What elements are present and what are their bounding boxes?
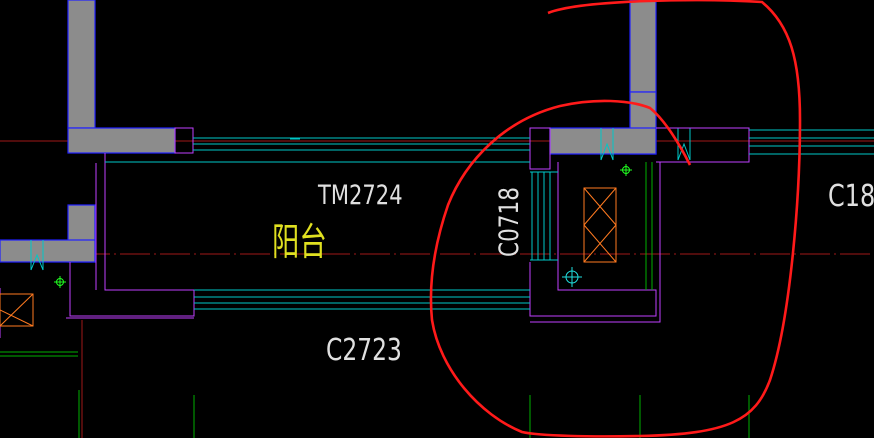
wall-right-beam <box>549 127 657 155</box>
label-window-c2723: C2723 <box>326 333 402 368</box>
wall-left-stub <box>0 239 96 263</box>
wall-left-vertical <box>67 0 96 129</box>
equipment-box-icon <box>583 187 617 263</box>
walls <box>0 0 657 263</box>
label-window-c0718: C0718 <box>493 187 525 257</box>
green-marker-icon <box>54 164 632 288</box>
crosshair-marker-icon <box>562 267 582 287</box>
wall-left-beam <box>67 127 176 154</box>
label-door-tm2724: TM2724 <box>317 179 402 210</box>
axis-lines <box>0 140 874 255</box>
label-window-c181: C181 <box>828 179 874 213</box>
wall-openings <box>30 128 691 271</box>
inner-outlines <box>0 127 750 338</box>
red-markup-circle <box>429 0 802 438</box>
wall-right-vertical <box>629 0 657 93</box>
door-frame <box>645 162 653 290</box>
window-lines <box>105 129 874 310</box>
equipment-box-icon-left <box>0 293 34 327</box>
label-room-name: 阳台 <box>272 219 327 264</box>
